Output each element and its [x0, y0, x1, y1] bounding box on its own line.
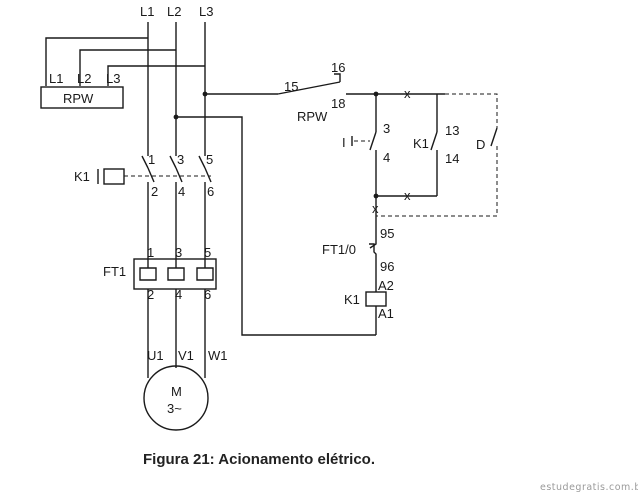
k1-main-coil-symbol — [103, 168, 125, 185]
junction-mark-3: x — [372, 201, 379, 216]
ft1-term-6: 6 — [204, 287, 211, 302]
ft1-term-4: 4 — [175, 287, 182, 302]
ft10-label: FT1/0 — [322, 242, 356, 257]
rpw-contact-label: RPW — [297, 109, 328, 124]
k1-main-label: K1 — [74, 169, 90, 184]
rpw-contact-16: 16 — [331, 60, 345, 75]
ft10-term-96: 96 — [380, 259, 394, 274]
line-l2-label: L2 — [167, 4, 181, 19]
rpw-contact-18: 18 — [331, 96, 345, 111]
lines-k1-to-ft1 — [147, 182, 206, 262]
rpw-l2-label: L2 — [77, 71, 91, 86]
site-credit: estudegratis.com.br — [540, 482, 638, 493]
motor-v1-label: V1 — [178, 348, 194, 363]
k1-aux-term-14: 14 — [445, 151, 459, 166]
pushbutton-term-4: 4 — [383, 150, 390, 165]
coil-a1-label: A1 — [378, 306, 394, 321]
k1-term-4: 4 — [178, 184, 185, 199]
k1-term-6: 6 — [207, 184, 214, 199]
ft1-label: FT1 — [103, 264, 126, 279]
motor-u1-label: U1 — [147, 348, 164, 363]
junction-mark-2: x — [404, 188, 411, 203]
control-wiring — [176, 73, 445, 336]
ft1-term-3: 3 — [175, 245, 182, 260]
k1-aux-term-13: 13 — [445, 123, 459, 138]
power-lines — [147, 22, 208, 156]
motor-type-label: 3~ — [167, 401, 182, 416]
k1-term-5: 5 — [206, 152, 213, 167]
ft1-relay-box — [133, 258, 217, 290]
motor-w1-label: W1 — [208, 348, 228, 363]
d-switch-label: D — [476, 137, 485, 152]
coil-a2-label: A2 — [378, 278, 394, 293]
motor-symbol — [143, 365, 209, 431]
figure-caption: Figura 21: Acionamento elétrico. — [143, 451, 375, 468]
rpw-contact-15: 15 — [284, 79, 298, 94]
rpw-feed-wires — [45, 37, 205, 86]
ft1-term-2: 2 — [147, 287, 154, 302]
k1-aux-label: K1 — [413, 136, 429, 151]
rpw-l1-label: L1 — [49, 71, 63, 86]
pushbutton-term-3: 3 — [383, 121, 390, 136]
ft1-term-1: 1 — [147, 245, 154, 260]
ft1-term-5: 5 — [204, 245, 211, 260]
pushbutton-label: I — [342, 135, 346, 150]
motor-m-label: M — [171, 384, 182, 399]
lines-ft1-to-motor — [147, 289, 206, 378]
k1-term-2: 2 — [151, 184, 158, 199]
k1-term-1: 1 — [148, 152, 155, 167]
line-l3-label: L3 — [199, 4, 213, 19]
line-l1-label: L1 — [140, 4, 154, 19]
rpw-l3-label: L3 — [106, 71, 120, 86]
d-dashed-branch — [376, 93, 498, 217]
k1-control-label: K1 — [344, 292, 360, 307]
ft10-term-95: 95 — [380, 226, 394, 241]
ft1-elements — [139, 262, 214, 281]
rpw-relay-box — [40, 86, 124, 109]
k1-term-3: 3 — [177, 152, 184, 167]
rpw-box-label: RPW — [63, 91, 94, 106]
k1-control-coil — [365, 291, 387, 307]
junction-mark-1: x — [404, 86, 411, 101]
k1-main-contacts — [124, 155, 212, 183]
